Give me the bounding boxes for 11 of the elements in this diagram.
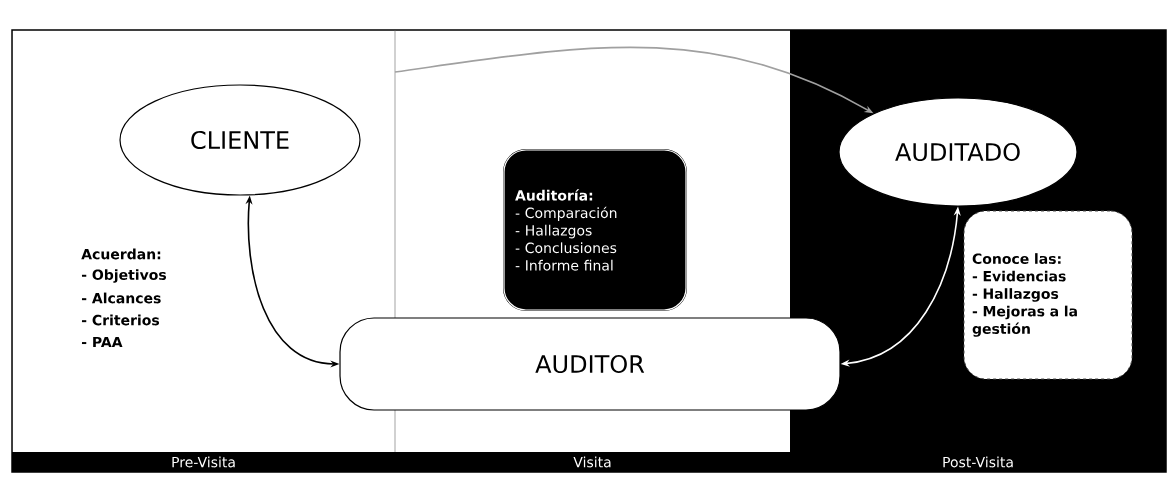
info-box: Conoce las: - Evidencias - Hallazgos - Mejoras a la gestión [963, 210, 1133, 380]
list-item: - Alcances [81, 292, 161, 304]
list-item: - Objetivos [81, 269, 166, 283]
phase-label: Pre-Visita [172, 456, 235, 468]
activity-box: Auditoría: - Comparación - Hallazgos - Conclusiones - Informe final [503, 149, 687, 311]
auditor-box: AUDITOR [339, 317, 841, 411]
list-item: - PAA [81, 336, 123, 348]
list-heading: Acuerdan: [81, 248, 161, 260]
phase-label: Visita [573, 456, 611, 468]
phase-label: Post-Visita [943, 456, 1013, 468]
list-item: - Criterios [81, 314, 160, 326]
